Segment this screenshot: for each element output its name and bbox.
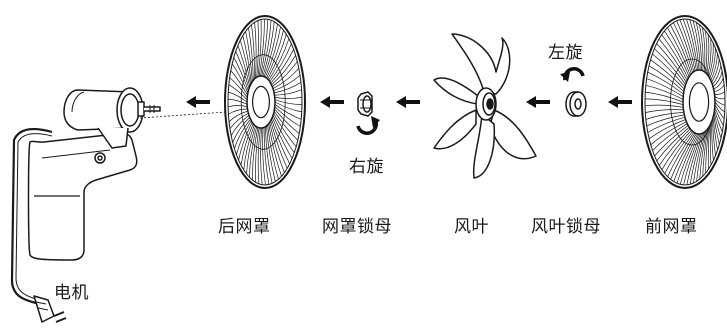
front-guard-drawing: [641, 15, 727, 189]
label-motor: 电机: [54, 283, 89, 303]
arrow-left-icon: [186, 96, 210, 108]
motor-body: [63, 89, 131, 131]
fan-blade-drawing: [433, 33, 537, 179]
label-blade: 风叶: [454, 217, 489, 237]
blade-nut-drawing: [565, 91, 587, 117]
rotate-right-icon: [356, 116, 380, 135]
label-guard-nut: 网罩锁母: [322, 217, 392, 237]
arrow-left-icon: [526, 96, 550, 108]
arrow-left-icon: [396, 96, 420, 108]
guard-nut-drawing: [357, 91, 373, 117]
arrow-left-icon: [608, 96, 632, 108]
motor-assembly: [10, 87, 161, 323]
label-turn-left: 左旋: [548, 43, 583, 63]
arrow-left-icon: [320, 96, 344, 108]
label-front-guard: 前网罩: [645, 217, 698, 237]
motor-stand: [27, 132, 138, 261]
assembly-arrows: [186, 96, 632, 108]
label-blade-nut: 风叶锁母: [531, 217, 601, 237]
power-plug-icon: [33, 295, 67, 323]
rear-guard-drawing: [224, 15, 306, 189]
label-rear-guard: 后网罩: [218, 217, 271, 237]
label-turn-right: 右旋: [349, 157, 384, 177]
rotate-left-icon: [560, 67, 585, 82]
power-cord: [10, 127, 53, 305]
